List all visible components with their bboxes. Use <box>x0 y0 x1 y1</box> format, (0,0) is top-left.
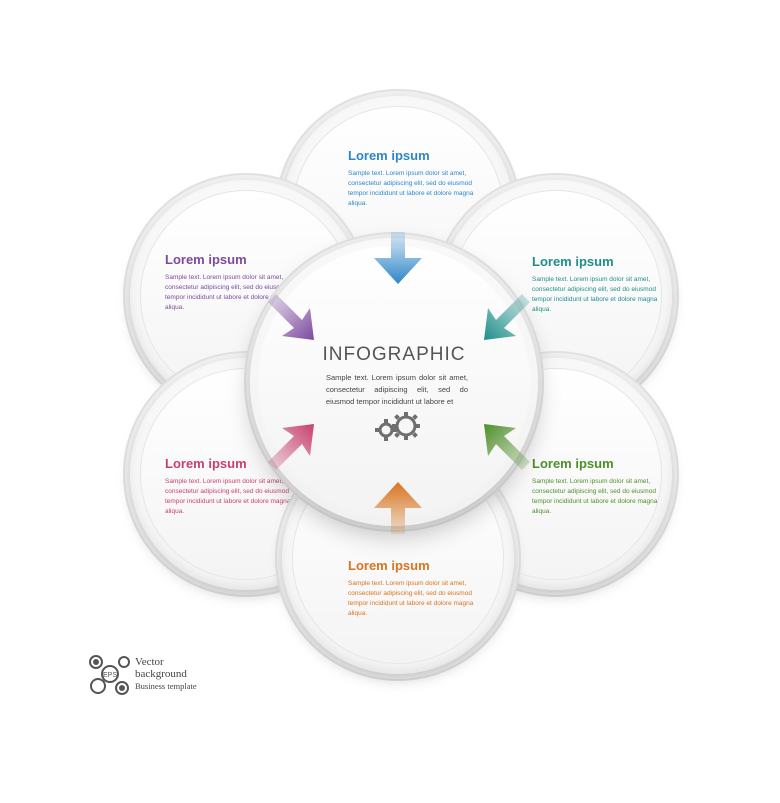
arrow-upper-right-icon <box>484 294 530 340</box>
arrow-lower-right-icon <box>484 424 530 470</box>
petal-upper-left-title: Lorem ipsum <box>165 252 247 267</box>
center-title: INFOGRAPHIC <box>322 344 466 365</box>
petal-top-title: Lorem ipsum <box>348 148 430 163</box>
petal-upper-right-text: Sample text. Lorem ipsum dolor sit amet,… <box>532 276 658 313</box>
petal-upper-right-title: Lorem ipsum <box>532 254 614 269</box>
petal-bottom-title: Lorem ipsum <box>348 558 430 573</box>
center-text: Sample text. Lorem ipsum dolor sit amet,… <box>326 373 468 406</box>
eps-badge: EPS <box>103 672 117 679</box>
gears-icon <box>375 412 420 441</box>
petal-lower-left-title: Lorem ipsum <box>165 456 247 471</box>
petal-top-text: Sample text. Lorem ipsum dolor sit amet,… <box>348 170 474 207</box>
center-circle: INFOGRAPHIC Sample text. Lorem ipsum dol… <box>250 238 538 526</box>
petal-bottom-text: Sample text. Lorem ipsum dolor sit amet,… <box>348 580 474 617</box>
petal-upper-left-text: Sample text. Lorem ipsum dolor sit amet,… <box>165 274 291 311</box>
logo-line-1: Vector <box>135 656 164 668</box>
petal-lower-right-text: Sample text. Lorem ipsum dolor sit amet,… <box>532 478 658 515</box>
arrow-down-icon <box>374 232 422 284</box>
petal-lower-left-text: Sample text. Lorem ipsum dolor sit amet,… <box>165 478 291 515</box>
arrow-up-icon <box>374 482 422 534</box>
petal-lower-right-title: Lorem ipsum <box>532 456 614 471</box>
arrow-lower-left-icon <box>268 424 314 470</box>
logo-line-3: Business template <box>135 681 197 691</box>
logo-text: Vector background Business template <box>135 656 197 692</box>
logo-line-2: background <box>135 668 187 680</box>
arrow-upper-left-icon <box>268 294 314 340</box>
eps-logo-icon: EPS <box>89 655 130 695</box>
